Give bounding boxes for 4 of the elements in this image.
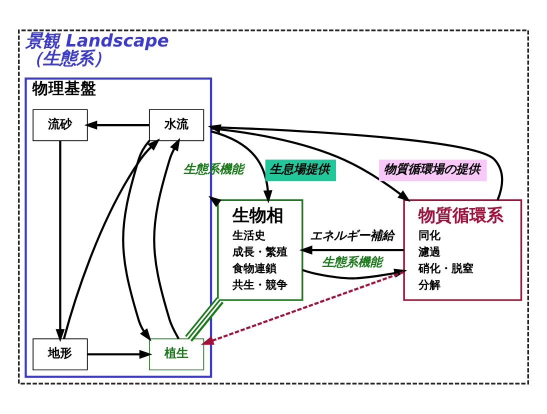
edge-label: 物質循環場の提供	[384, 162, 480, 176]
edge-label: 生息場提供	[270, 162, 330, 176]
edge-label: 生態系機能	[322, 255, 382, 270]
edge-label: エネルギー補給	[310, 228, 394, 242]
